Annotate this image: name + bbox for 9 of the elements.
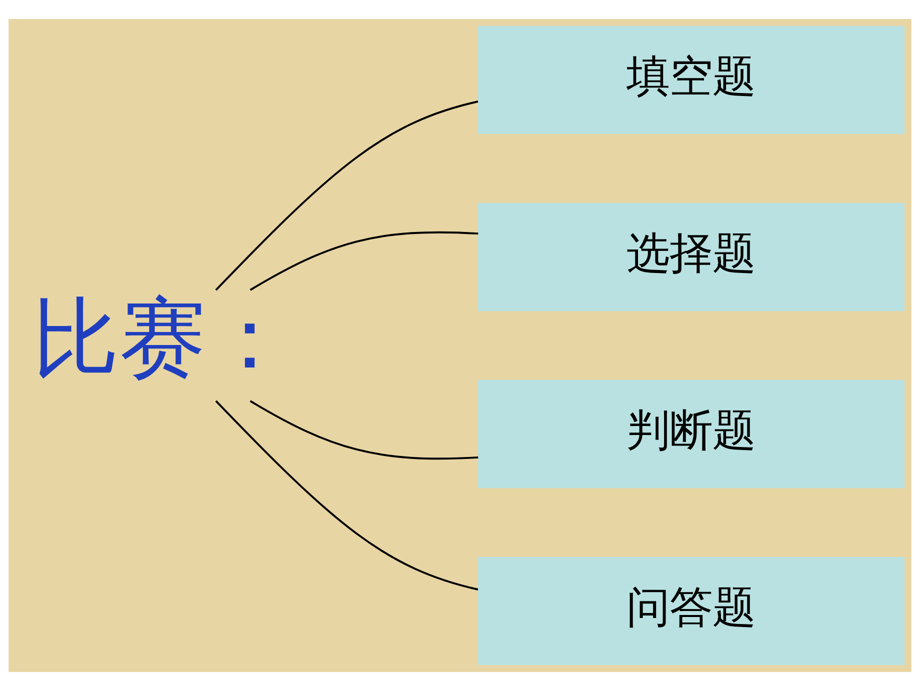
connector xyxy=(215,400,478,590)
node-box: 判断题 xyxy=(478,379,905,488)
connector xyxy=(250,400,478,460)
node-box: 问答题 xyxy=(478,556,905,665)
node-box: 选择题 xyxy=(478,202,905,311)
node-box: 填空题 xyxy=(478,25,905,134)
connector xyxy=(215,100,478,290)
connector xyxy=(250,230,478,290)
node-text: 比赛： xyxy=(32,288,294,388)
